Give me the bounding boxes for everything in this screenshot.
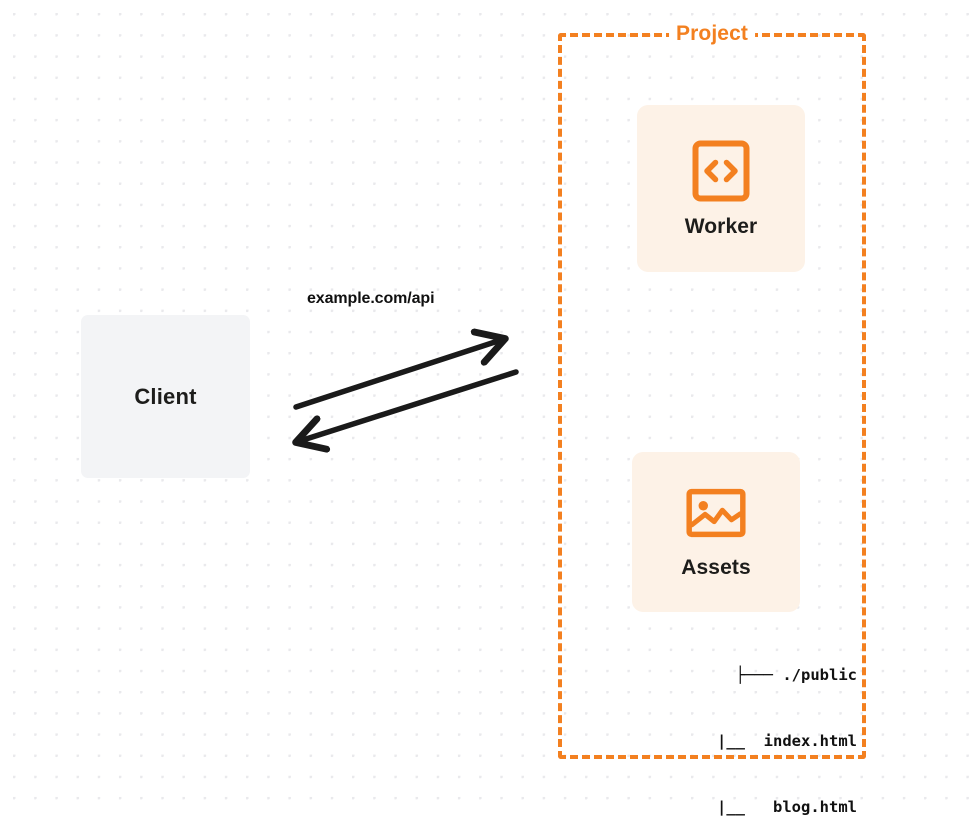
node-assets[interactable]: Assets bbox=[632, 452, 800, 612]
node-worker[interactable]: Worker bbox=[637, 105, 805, 272]
arrow-client-to-project bbox=[293, 341, 498, 410]
file-tree-line: |__ blog.html bbox=[679, 798, 857, 816]
code-brackets-icon bbox=[691, 139, 751, 203]
node-worker-label: Worker bbox=[684, 214, 758, 238]
file-tree-line: |__ index.html bbox=[679, 732, 857, 750]
node-client[interactable]: Client bbox=[81, 315, 250, 478]
container-project-title: Project bbox=[669, 22, 755, 46]
file-tree-line: ├─── ./public bbox=[735, 666, 857, 684]
arrow-project-to-client bbox=[303, 369, 519, 440]
node-client-label: Client bbox=[134, 383, 197, 409]
assets-file-tree: ├─── ./public |__ index.html |__ blog.ht… bbox=[612, 620, 857, 818]
image-icon bbox=[686, 484, 746, 542]
node-assets-label: Assets bbox=[681, 556, 751, 579]
connection-label: example.com/api bbox=[307, 290, 435, 307]
container-project: Project Worker Assets bbox=[558, 22, 866, 816]
